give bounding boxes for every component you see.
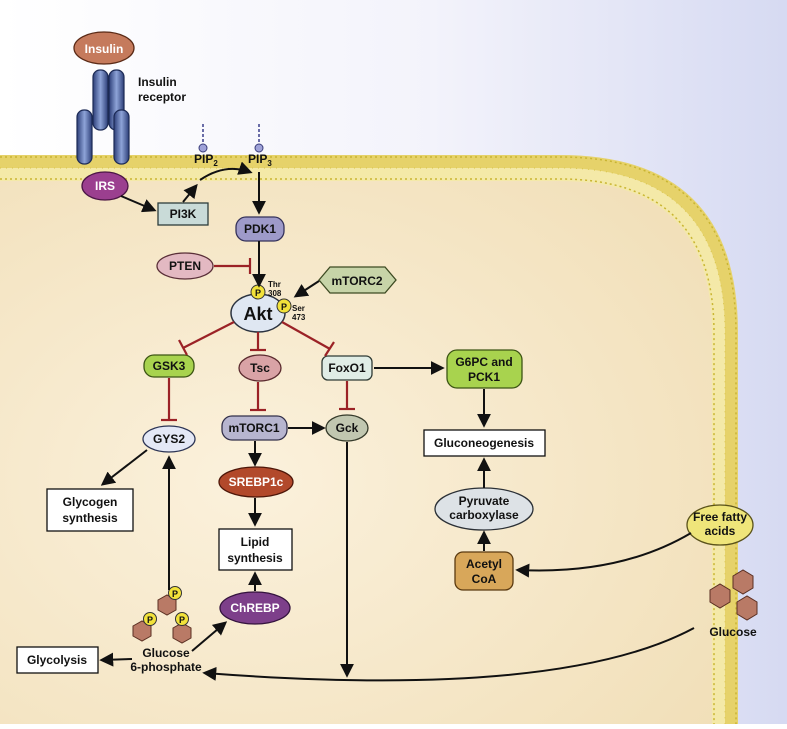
glycolysis-label: Glycolysis	[27, 653, 87, 667]
glycolysis-box	[16, 646, 99, 674]
mtorc2-node	[318, 266, 397, 294]
ser-num-label: 473	[292, 313, 306, 322]
pten-node	[156, 252, 214, 280]
pip3-label: PIP	[248, 152, 267, 166]
srebp1c-node	[218, 466, 294, 498]
p-label-5: P	[179, 615, 185, 625]
glucose-molecules	[709, 569, 758, 621]
thr-label: Thr	[268, 280, 281, 289]
pdk1-label: PDK1	[244, 222, 276, 236]
pi3k-node	[157, 202, 209, 226]
thr-num-label: 308	[268, 289, 282, 298]
irs-label: IRS	[95, 179, 115, 193]
pip3-sub: 3	[267, 159, 272, 168]
glycogen-label-1: Glycogen	[63, 495, 118, 509]
gsk3-node	[143, 354, 195, 378]
svg-text:PIP2: PIP2	[194, 152, 218, 168]
pip2-label: PIP	[194, 152, 213, 166]
foxo1-label: FoxO1	[328, 361, 366, 375]
cytoplasm	[0, 181, 712, 724]
lipid-synthesis-box	[218, 528, 293, 571]
insulin-node	[73, 31, 135, 65]
ffa-label-1: Free fatty	[693, 510, 747, 524]
acetyl-label-2: CoA	[472, 572, 497, 586]
irs-node	[81, 171, 129, 201]
p-label-4: P	[147, 615, 153, 625]
p-label-2: P	[281, 302, 287, 312]
ffa-label-2: acids	[705, 524, 736, 538]
pi3k-label: PI3K	[170, 207, 197, 221]
glucose-6-phosphate-molecules: P P P	[132, 586, 192, 644]
pip3-lipid-icon	[254, 124, 264, 153]
g6p-label-2: 6-phosphate	[130, 660, 202, 674]
tsc-node	[238, 354, 282, 382]
akt-label: Akt	[243, 304, 272, 324]
gluconeogenesis-box	[423, 429, 546, 457]
pyruvate-label-2: carboxylase	[449, 508, 519, 522]
glycogen-label-2: synthesis	[62, 511, 118, 525]
p-label-3: P	[172, 589, 178, 599]
lipid-label-1: Lipid	[241, 535, 270, 549]
mtorc1-label: mTORC1	[228, 421, 279, 435]
insulin-receptor-label-1: Insulin	[138, 75, 177, 89]
pten-label: PTEN	[169, 259, 201, 273]
srebp1c-label: SREBP1c	[229, 475, 284, 489]
pip2-lipid-icon	[198, 124, 208, 153]
tsc-label: Tsc	[250, 361, 270, 375]
g6pc-label-1: G6PC and	[455, 355, 512, 369]
g6p-label-1: Glucose	[142, 646, 190, 660]
mtorc1-node	[221, 415, 288, 441]
lipid-label-2: synthesis	[227, 551, 283, 565]
activation-arrows	[99, 161, 695, 682]
gluconeogenesis-label: Gluconeogenesis	[434, 436, 534, 450]
glycogen-synthesis-box	[46, 488, 134, 532]
chrebp-node	[219, 591, 291, 625]
gys2-node	[142, 425, 196, 453]
insulin-receptor	[76, 69, 130, 165]
acetyl-label-1: Acetyl	[466, 557, 502, 571]
glucose-label: Glucose	[709, 625, 757, 639]
pip2-sub: 2	[213, 159, 218, 168]
insulin-receptor-label-2: receptor	[138, 90, 186, 104]
p-label-1: P	[255, 288, 261, 298]
gys2-label: GYS2	[153, 432, 185, 446]
svg-text:PIP3: PIP3	[248, 152, 272, 168]
gck-node	[325, 414, 369, 442]
insulin-label: Insulin	[85, 42, 124, 56]
gsk3-label: GSK3	[153, 359, 186, 373]
g6pc-label-2: PCK1	[468, 370, 500, 384]
inhibition-arrows	[161, 258, 355, 422]
foxo1-node	[321, 355, 373, 381]
acetyl-coa-node	[454, 551, 514, 591]
mtorc2-label: mTORC2	[331, 274, 382, 288]
free-fatty-acids-node	[686, 504, 754, 546]
chrebp-label: ChREBP	[230, 601, 279, 615]
akt-phospho-ser	[276, 298, 292, 314]
g6pc-pck1-node	[446, 349, 523, 389]
pyruvate-label-1: Pyruvate	[459, 494, 510, 508]
ser-label: Ser	[292, 304, 305, 313]
gck-label: Gck	[336, 421, 359, 435]
